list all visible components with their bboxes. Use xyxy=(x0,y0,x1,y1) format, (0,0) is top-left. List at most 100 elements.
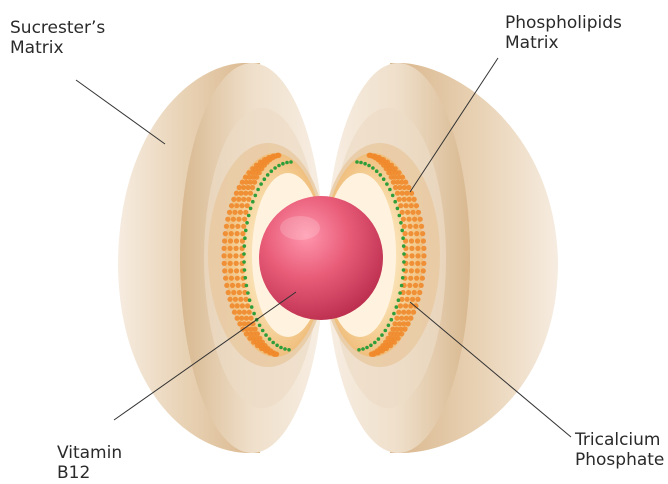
tricalcium-phosphate-dot xyxy=(263,177,267,181)
phospholipid-bead xyxy=(222,268,227,273)
tricalcium-phosphate-dot xyxy=(359,161,363,165)
phospholipid-bead xyxy=(242,217,247,222)
phospholipid-bead xyxy=(410,210,415,215)
tricalcium-phosphate-dot xyxy=(399,221,403,225)
tricalcium-phosphate-dot xyxy=(402,268,406,272)
label-tricalcium-phosphate: Tricalcium Phosphate xyxy=(575,430,664,470)
tricalcium-phosphate-dot xyxy=(250,305,254,309)
tricalcium-phosphate-dot xyxy=(249,207,253,211)
phospholipid-bead xyxy=(225,217,230,222)
tricalcium-phosphate-dot xyxy=(242,260,246,264)
phospholipid-bead xyxy=(222,238,227,243)
tricalcium-phosphate-dot xyxy=(392,312,396,316)
phospholipid-bead xyxy=(224,224,229,229)
phospholipid-bead xyxy=(415,246,420,251)
phospholipid-bead xyxy=(419,283,424,288)
phospholipid-bead xyxy=(230,303,235,308)
phospholipid-bead xyxy=(421,253,426,258)
phospholipid-bead xyxy=(228,268,233,273)
tricalcium-phosphate-dot xyxy=(287,348,291,352)
phospholipid-bead xyxy=(234,246,239,251)
tricalcium-phosphate-dot xyxy=(371,166,375,170)
phospholipid-bead xyxy=(412,290,417,295)
phospholipid-bead xyxy=(406,217,411,222)
tricalcium-phosphate-dot xyxy=(385,182,389,186)
phospholipid-bead xyxy=(413,283,418,288)
phospholipid-bead xyxy=(227,253,232,258)
phospholipid-bead xyxy=(408,276,413,281)
tricalcium-phosphate-dot xyxy=(387,324,391,328)
phospholipid-bead xyxy=(224,283,229,288)
label-vitamin-line1: Vitamin xyxy=(57,443,122,463)
phospholipid-bead xyxy=(234,191,239,196)
tricalcium-phosphate-dot xyxy=(258,324,262,328)
phospholipid-bead xyxy=(420,231,425,236)
tricalcium-phosphate-dot xyxy=(246,291,250,295)
phospholipid-bead xyxy=(235,231,240,236)
label-tricalcium-line2: Phosphate xyxy=(575,450,664,470)
phospholipid-bead xyxy=(229,276,234,281)
phospholipid-bead xyxy=(235,303,240,308)
tricalcium-phosphate-dot xyxy=(281,162,285,166)
phospholipid-bead xyxy=(241,185,246,190)
phospholipid-bead xyxy=(233,297,238,302)
phospholipid-bead xyxy=(412,217,417,222)
phospholipid-bead xyxy=(234,268,239,273)
tricalcium-phosphate-dot xyxy=(244,276,248,280)
phospholipid-bead xyxy=(401,217,406,222)
phospholipid-bead xyxy=(393,185,398,190)
phospholipid-bead xyxy=(255,331,260,336)
phospholipid-bead xyxy=(398,303,403,308)
tricalcium-phosphate-dot xyxy=(277,164,281,168)
phospholipid-bead xyxy=(408,224,413,229)
phospholipid-bead xyxy=(416,210,421,215)
phospholipid-bead xyxy=(405,297,410,302)
phospholipid-bead xyxy=(227,210,232,215)
tricalcium-phosphate-dot xyxy=(283,347,287,351)
phospholipid-bead xyxy=(223,276,228,281)
tricalcium-phosphate-dot xyxy=(275,344,279,348)
tricalcium-phosphate-dot xyxy=(279,346,283,350)
phospholipid-bead xyxy=(232,210,237,215)
phospholipid-bead xyxy=(409,203,414,208)
phospholipid-bead xyxy=(419,224,424,229)
phospholipid-bead xyxy=(412,197,417,202)
vitamin-b12-core xyxy=(259,196,383,320)
tricalcium-phosphate-dot xyxy=(395,305,399,309)
tricalcium-phosphate-dot xyxy=(390,318,394,322)
tricalcium-phosphate-dot xyxy=(289,160,293,164)
tricalcium-phosphate-dot xyxy=(285,161,289,165)
phospholipid-bead xyxy=(236,197,241,202)
phospholipid-bead xyxy=(244,297,249,302)
label-phospholipids-matrix: Phospholipids Matrix xyxy=(505,13,622,53)
phospholipid-bead xyxy=(421,261,426,266)
phospholipid-bead xyxy=(246,197,251,202)
phospholipid-bead xyxy=(245,203,250,208)
tricalcium-phosphate-dot xyxy=(402,260,406,264)
tricalcium-phosphate-dot xyxy=(397,298,401,302)
phospholipid-bead xyxy=(234,203,239,208)
tricalcium-phosphate-dot xyxy=(261,329,265,333)
phospholipid-bead xyxy=(403,203,408,208)
phospholipid-bead xyxy=(408,316,413,321)
phospholipid-bead xyxy=(243,191,248,196)
phospholipid-bead xyxy=(244,316,249,321)
phospholipid-bead xyxy=(228,246,233,251)
phospholipid-bead xyxy=(228,238,233,243)
tricalcium-phosphate-dot xyxy=(273,166,277,170)
phospholipid-bead xyxy=(229,231,234,236)
tricalcium-phosphate-dot xyxy=(380,333,384,337)
tricalcium-phosphate-dot xyxy=(391,194,395,198)
tricalcium-phosphate-dot xyxy=(264,333,268,337)
phospholipid-bead xyxy=(221,253,226,258)
phospholipid-bead xyxy=(390,327,395,332)
phospholipid-bead xyxy=(409,246,414,251)
phospholipid-bead xyxy=(254,175,259,180)
phospholipid-bead xyxy=(421,246,426,251)
phospholipid-bead xyxy=(391,180,396,185)
tricalcium-phosphate-dot xyxy=(243,268,247,272)
phospholipid-bead xyxy=(231,217,236,222)
phospholipid-bead xyxy=(235,316,240,321)
tricalcium-phosphate-dot xyxy=(375,169,379,173)
